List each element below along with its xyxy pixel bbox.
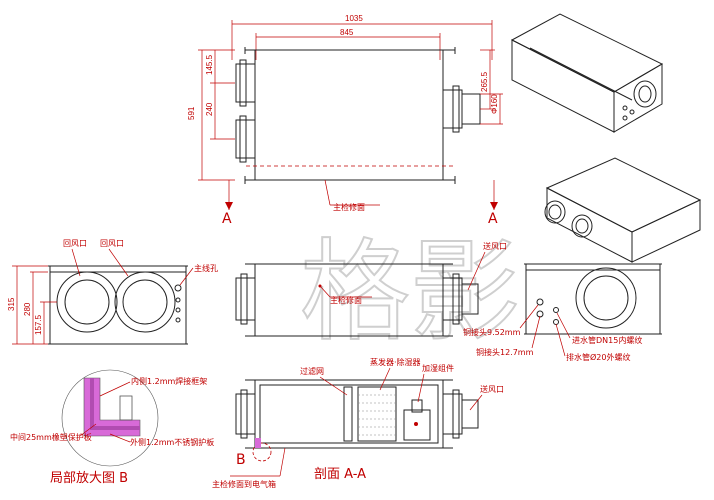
dim-duct-diameter: Φ160 bbox=[490, 94, 499, 114]
isometric-view-bottom bbox=[544, 157, 702, 263]
label-supply-air-side: 送风口 bbox=[483, 241, 507, 251]
label-copper-9-52: 铜接头9.52mm bbox=[463, 327, 521, 337]
section-view: 过滤网 蒸发器·除湿器 加湿组件 送风口 B 主检修面到电气箱 剖面 A-A bbox=[212, 357, 504, 489]
dim-body-width: 845 bbox=[340, 28, 354, 37]
end-view-right: 铜接头9.52mm 铜接头12.7mm 进水管DN15内螺纹 排水管Ø20外螺纹 bbox=[463, 263, 662, 362]
section-caption: 剖面 A-A bbox=[314, 467, 366, 482]
label-inner-frame: 内侧1.2mm焊接框架 bbox=[131, 376, 207, 386]
watermark-text: 格影 bbox=[300, 228, 520, 356]
label-inlet-pipe: 进水管DN15内螺纹 bbox=[572, 335, 642, 345]
label-electric-box: 主检修面到电气箱 bbox=[212, 479, 276, 489]
end-view-left: 315 280 157.5 回风口 回风口 主线孔 bbox=[7, 239, 218, 345]
label-access-panel-top: 主检修面 bbox=[333, 202, 365, 212]
dim-right-offset: 265.5 bbox=[480, 71, 489, 92]
label-filter: 过滤网 bbox=[300, 366, 324, 376]
label-supply-air-section: 送风口 bbox=[480, 384, 504, 394]
label-drain-pipe: 排水管Ø20外螺纹 bbox=[566, 352, 630, 362]
dim-center-height: 157.5 bbox=[34, 314, 43, 335]
dim-port-pitch: 240 bbox=[205, 102, 214, 116]
label-main-hole: 主线孔 bbox=[194, 263, 218, 273]
section-marker-left: A bbox=[222, 211, 232, 227]
label-insulation: 中间25mm橡塑保护板 bbox=[10, 432, 92, 442]
label-evaporator: 蒸发器·除湿器 bbox=[370, 357, 421, 367]
section-marker-right: A bbox=[488, 211, 498, 227]
side-view: 主检修面 送风口 bbox=[235, 241, 507, 337]
dim-overall-width: 1035 bbox=[345, 14, 363, 23]
label-return-air-1: 回风口 bbox=[63, 239, 87, 248]
dim-height: 315 bbox=[7, 297, 16, 311]
label-return-air-2: 回风口 bbox=[100, 239, 124, 248]
label-humidifier: 加湿组件 bbox=[422, 363, 454, 373]
dim-top-offset: 145.5 bbox=[205, 54, 214, 75]
marker-b: B bbox=[236, 452, 246, 468]
label-access-panel-side: 主检修面 bbox=[330, 295, 362, 305]
label-outer-plate: 外侧1.2mm不锈钢护板 bbox=[130, 437, 214, 447]
dim-inner-height: 280 bbox=[23, 302, 32, 316]
detail-view-b: 内侧1.2mm焊接框架 中间25mm橡塑保护板 外侧1.2mm不锈钢护板 局部放… bbox=[10, 369, 214, 486]
detail-caption: 局部放大图 B bbox=[50, 471, 128, 486]
dim-depth: 591 bbox=[187, 106, 196, 120]
top-view: 1035 845 591 145.5 240 bbox=[187, 14, 503, 227]
isometric-view-top bbox=[510, 13, 664, 133]
label-copper-12-7: 铜接头12.7mm bbox=[476, 347, 534, 357]
